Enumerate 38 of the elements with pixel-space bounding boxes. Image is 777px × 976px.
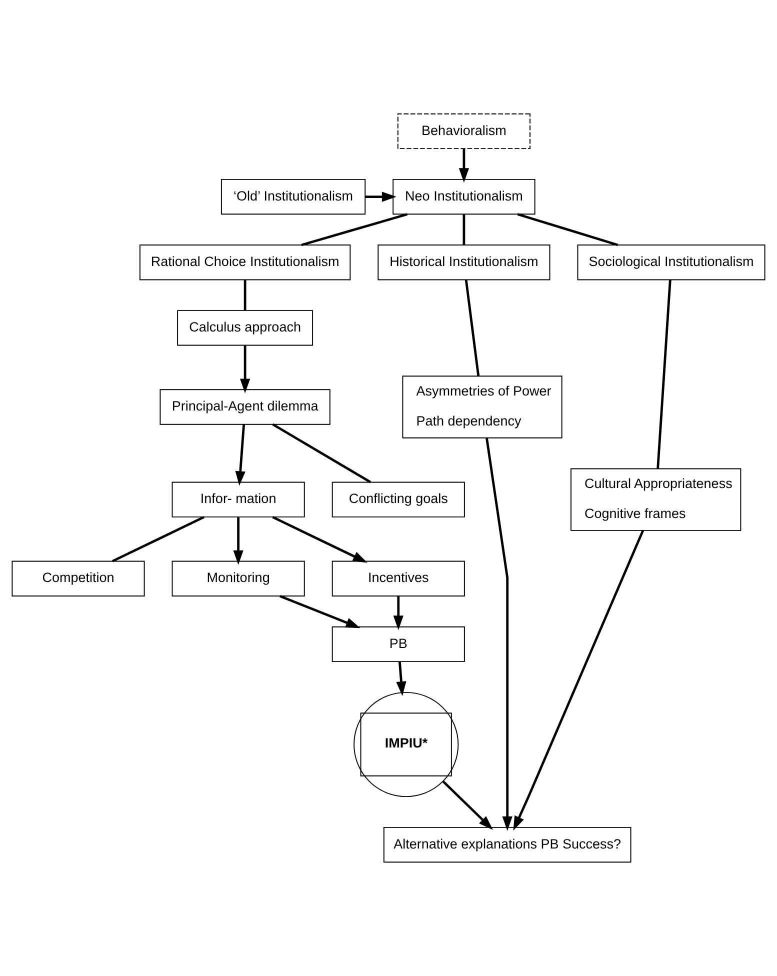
connector bbox=[272, 423, 372, 484]
node-box: Principal-Agent dilemma bbox=[160, 389, 330, 425]
node-box: Sociological Institutionalism bbox=[577, 244, 766, 280]
arrow bbox=[365, 192, 396, 202]
node-box: Incentives bbox=[332, 560, 465, 596]
arrow bbox=[486, 438, 512, 831]
node-box: Cultural Appropriateness Cognitive frames bbox=[570, 468, 742, 531]
connector bbox=[464, 280, 480, 376]
connector bbox=[112, 516, 204, 562]
arrow bbox=[235, 424, 246, 486]
node-box: Rational Choice Institutionalism bbox=[139, 244, 351, 280]
node-box: Behavioralism bbox=[397, 113, 530, 150]
arrow bbox=[442, 780, 493, 830]
node-box: Neo Institutionalism bbox=[392, 178, 536, 215]
node-box: Historical Institutionalism bbox=[378, 244, 550, 280]
arrow bbox=[272, 516, 368, 563]
arrow bbox=[240, 346, 250, 394]
arrow bbox=[233, 517, 244, 565]
node-box: Conflicting goals bbox=[332, 482, 465, 518]
node-box: Infor- mation bbox=[172, 482, 305, 518]
node-box: PB bbox=[332, 626, 465, 662]
connector bbox=[656, 280, 672, 468]
node-box: Calculus approach bbox=[177, 310, 314, 346]
node-box: Alternative explanations PB Success? bbox=[383, 826, 632, 863]
node-box: ‘Old’ Institutionalism bbox=[220, 178, 366, 215]
connector bbox=[301, 213, 408, 246]
arrow bbox=[393, 596, 404, 630]
arrow bbox=[280, 595, 360, 628]
connector bbox=[462, 214, 466, 245]
arrow bbox=[458, 148, 470, 183]
node-box: Asymmetries of Power Path dependency bbox=[402, 376, 562, 438]
node-box: Competition bbox=[12, 560, 145, 596]
arrow bbox=[396, 662, 406, 696]
arrow bbox=[513, 530, 644, 831]
node-box: Monitoring bbox=[172, 560, 305, 596]
connector bbox=[517, 213, 618, 246]
node-circle: IMPIU* bbox=[354, 692, 459, 798]
connector bbox=[244, 280, 246, 310]
